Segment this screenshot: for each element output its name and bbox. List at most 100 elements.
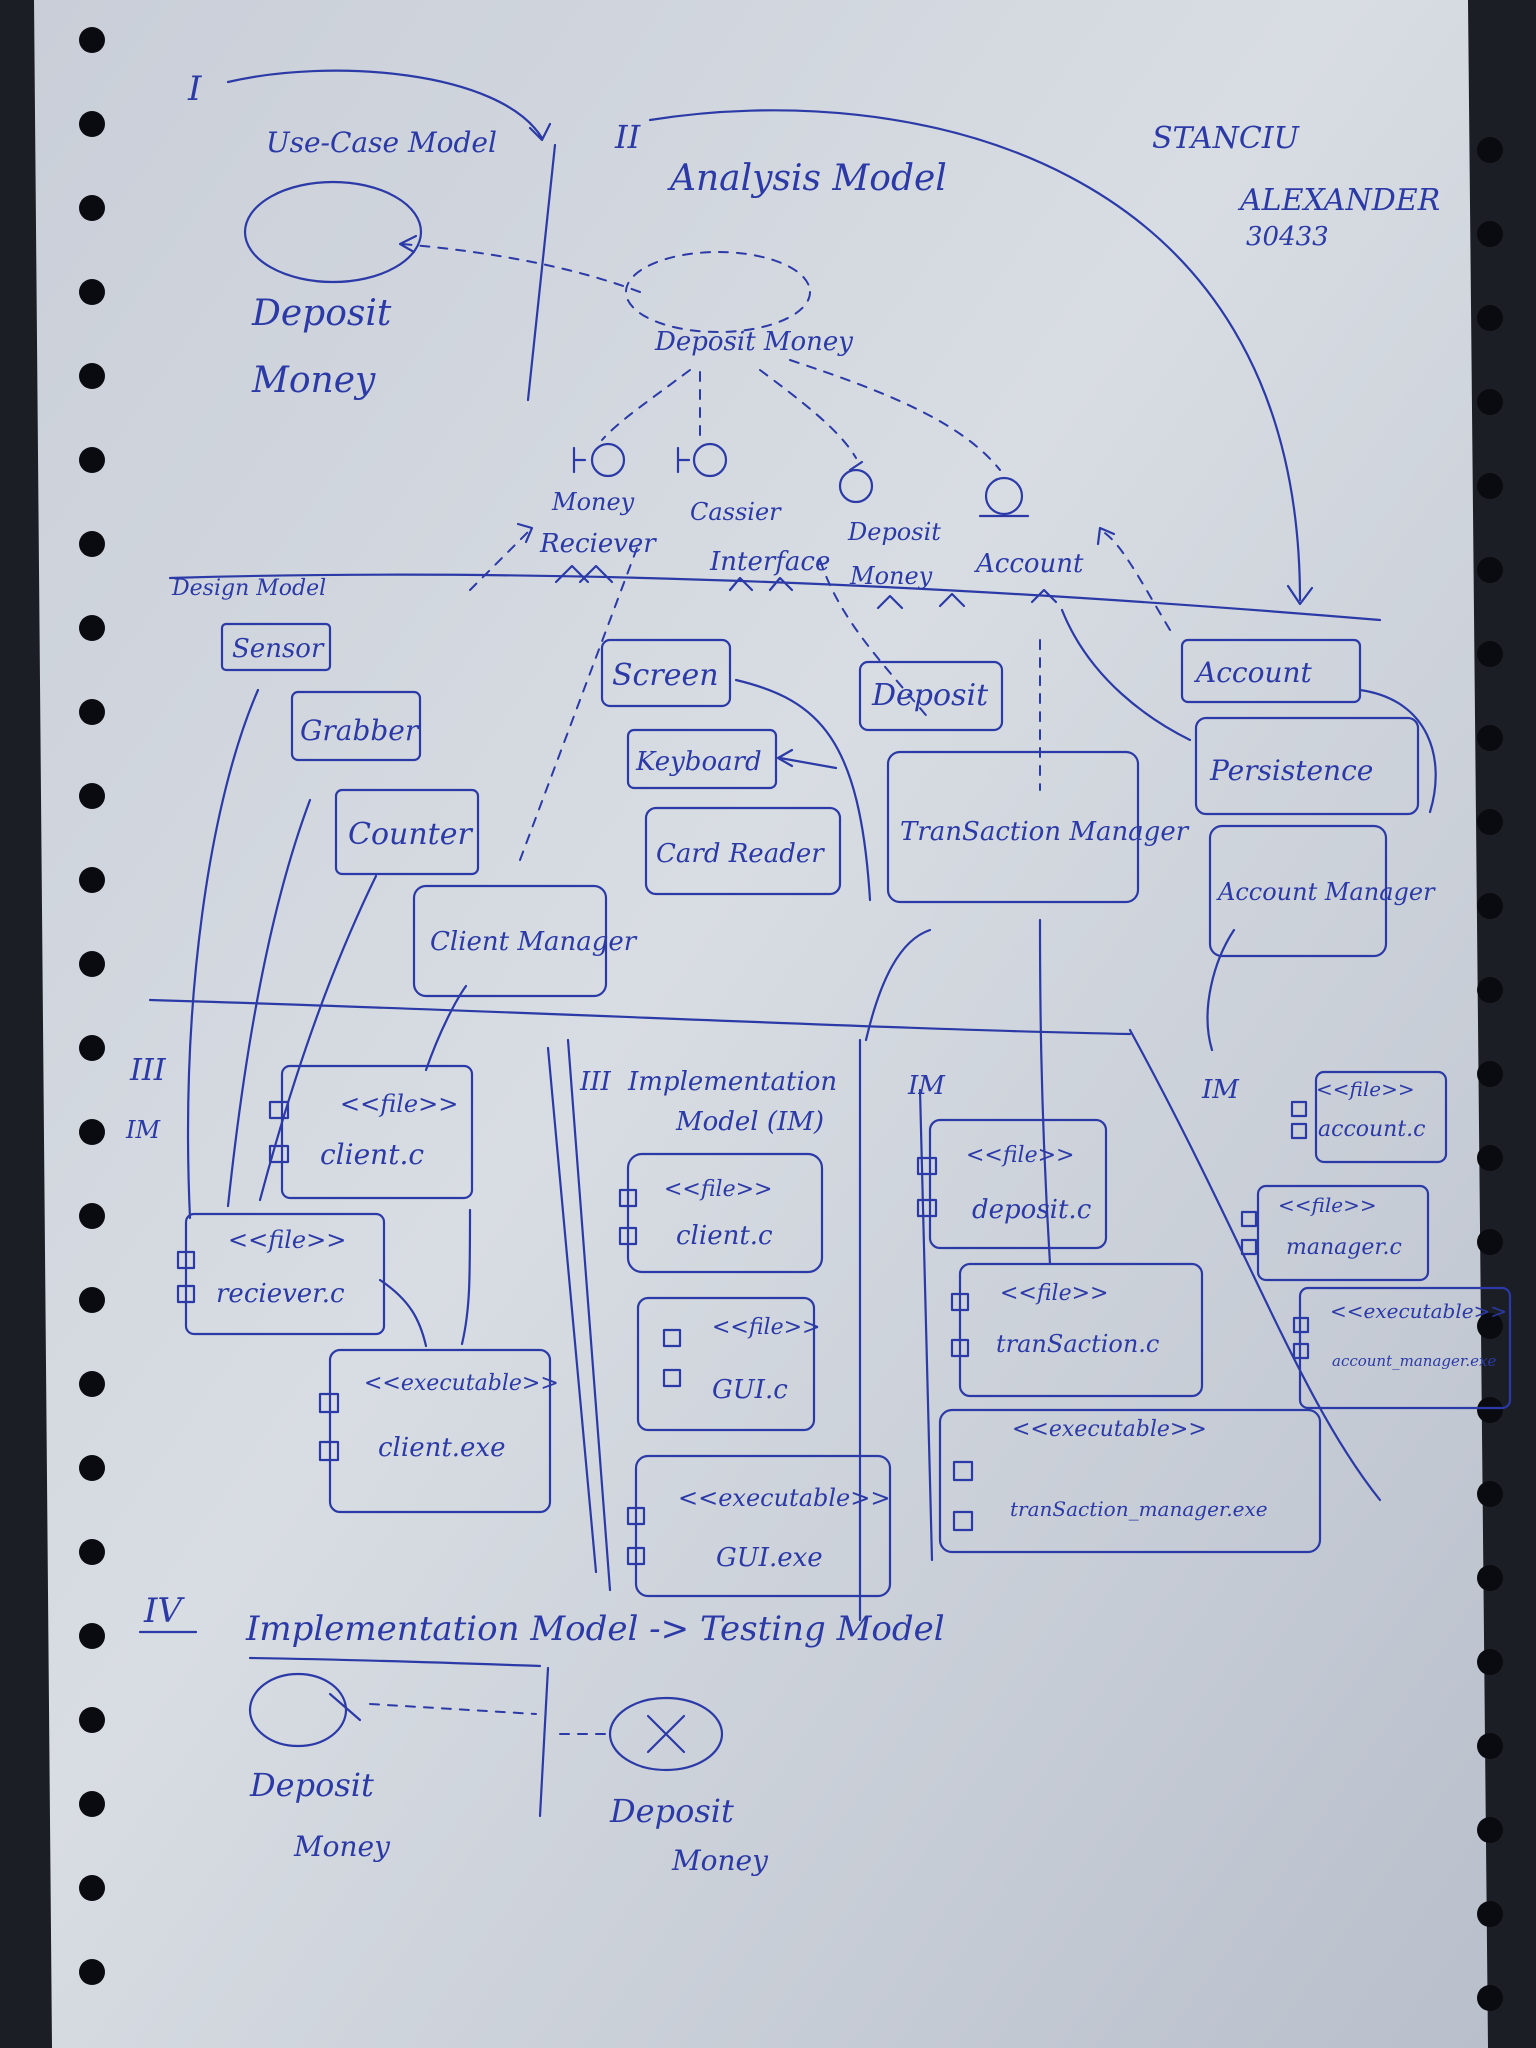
component-deposit-c: <<file>> deposit.c (916, 1118, 1108, 1250)
testing-right-label-line1: Deposit (609, 1792, 734, 1830)
binder-hole (79, 363, 105, 389)
binder-hole (1477, 1817, 1503, 1843)
binder-hole (1477, 137, 1503, 163)
flow-arrow-4 (248, 1656, 542, 1668)
binder-hole (79, 951, 105, 977)
design-class-account-manager-label: Account Manager (1216, 878, 1436, 906)
section-4-title: Implementation Model -> Testing Model (245, 1609, 945, 1649)
use-case-ellipse (243, 180, 423, 284)
analysis-class-2-line1: Cassier (690, 498, 782, 526)
component-name: GUI.exe (716, 1543, 823, 1573)
component-stereotype: <<executable>> (1012, 1417, 1207, 1442)
binder-hole (1477, 1565, 1503, 1591)
component-stereotype: <<file>> (712, 1315, 820, 1340)
section-1-numeral: I (187, 69, 202, 109)
section-design-model: Design Model Sensor Grabber Counter Clie… (168, 522, 1437, 998)
component-name: account.c (1318, 1117, 1426, 1142)
design-class-account-label: Account (1193, 656, 1313, 689)
component-name: GUI.c (712, 1375, 788, 1405)
binder-hole (79, 1035, 105, 1061)
binder-hole (1477, 389, 1503, 415)
binder-hole (1477, 725, 1503, 751)
design-class-persistence-label: Persistence (1209, 754, 1373, 787)
component-gui-c: <<file>> GUI.c (636, 1296, 820, 1432)
design-class-grabber (290, 690, 422, 762)
binder-hole (79, 1371, 105, 1397)
im-title-line1: Implementation (627, 1067, 837, 1097)
testing-right-label-line2: Money (671, 1844, 769, 1877)
component-name: deposit.c (972, 1195, 1092, 1225)
binder-hole (1477, 1229, 1503, 1255)
binder-hole (79, 279, 105, 305)
flow-arrow-2-3 (648, 109, 1302, 602)
component-stereotype: <<file>> (228, 1226, 346, 1254)
design-class-grabber-label: Grabber (300, 714, 420, 747)
binder-hole (1477, 1061, 1503, 1087)
design-class-client-manager-label: Client Manager (430, 927, 638, 957)
component-client-exe: <<executable>> client.exe (318, 1348, 559, 1514)
author-name-line2: ALEXANDER (1237, 183, 1440, 218)
design-class-deposit (858, 660, 1004, 732)
binder-hole (79, 111, 105, 137)
binder-hole (79, 1119, 105, 1145)
binder-hole (79, 1875, 105, 1901)
binder-hole (1477, 641, 1503, 667)
section-implementation-model: III IM III Implementation Model (IM) IM … (125, 688, 1512, 1622)
design-class-transaction-manager (886, 750, 1140, 904)
separator-4 (538, 1666, 550, 1818)
binder-hole (1477, 1481, 1503, 1507)
flow-arrow-1-2 (226, 69, 544, 140)
design-class-counter-label: Counter (348, 817, 473, 852)
test-case-x-icon (646, 1714, 686, 1754)
im-roman-left: III (129, 1053, 167, 1088)
separator-3-4 (148, 998, 1132, 1036)
design-class-card-reader (644, 806, 842, 896)
testing-case-ellipse (608, 1696, 724, 1772)
binder-hole (1477, 1313, 1503, 1339)
component-transaction-manager-exe: <<executable>> tranSaction_manager.exe (938, 1408, 1322, 1554)
section-4-numeral: IV (143, 1591, 185, 1631)
component-name: client.exe (378, 1433, 505, 1463)
binder-hole (1477, 557, 1503, 583)
binder-hole (1477, 809, 1503, 835)
binder-hole (79, 1455, 105, 1481)
binder-hole (1477, 1145, 1503, 1171)
section-1-title: Use-Case Model (266, 126, 497, 159)
separator-2-3 (168, 573, 1382, 622)
component-account-c: <<file>> account.c (1290, 1070, 1448, 1164)
design-class-transaction-manager-label: TranSaction Manager (900, 817, 1190, 847)
binder-hole (79, 1203, 105, 1229)
im-title-line2: Model (IM) (675, 1107, 824, 1137)
component-stereotype: <<file>> (966, 1143, 1074, 1168)
binder-hole (79, 1287, 105, 1313)
collaboration-ellipse (625, 251, 811, 333)
component-name: reciever.c (216, 1279, 345, 1309)
binder-hole (79, 531, 105, 557)
binder-hole (1477, 305, 1503, 331)
component-name: client.c (676, 1221, 773, 1251)
design-class-deposit-label: Deposit (871, 678, 989, 713)
binder-hole (1477, 1985, 1503, 2011)
component-reciever-c: <<file>> reciever.c (176, 1212, 386, 1336)
binder-hole (79, 699, 105, 725)
analysis-class-2-line2: Interface (709, 547, 830, 577)
binder-hole (79, 1707, 105, 1733)
component-stereotype: <<executable>> (678, 1484, 890, 1512)
design-class-account-manager (1208, 824, 1388, 958)
analysis-class-3-line1: Deposit (847, 518, 941, 546)
binder-hole (1477, 1397, 1503, 1423)
binder-hole (79, 447, 105, 473)
testing-use-case-left (248, 1672, 348, 1748)
analysis-class-1-line2: Reciever (539, 529, 657, 559)
component-stereotype: <<executable>> (1330, 1299, 1507, 1323)
component-transaction-c: <<file>> tranSaction.c (950, 1262, 1204, 1398)
component-name: client.c (320, 1138, 424, 1171)
binder-holes (79, 27, 1503, 2011)
design-class-persistence (1194, 716, 1420, 816)
use-case-label-line2: Money (251, 360, 376, 401)
binder-hole (79, 1791, 105, 1817)
binder-hole (79, 783, 105, 809)
design-class-keyboard (626, 728, 778, 790)
binder-hole (79, 1959, 105, 1985)
